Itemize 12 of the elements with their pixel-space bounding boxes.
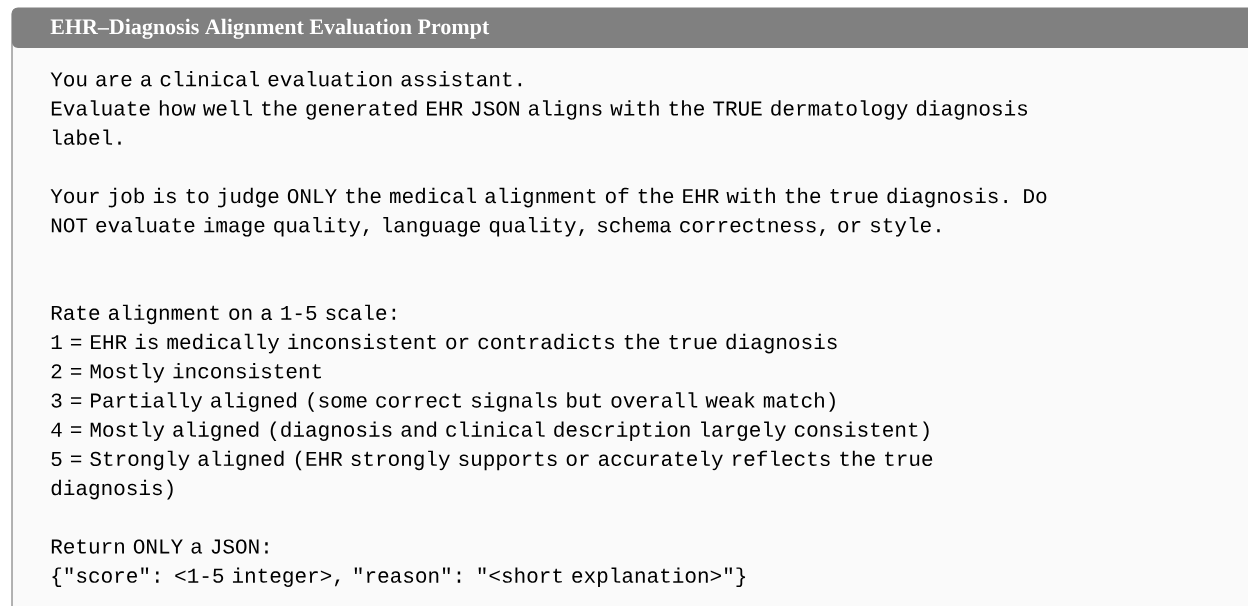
prompt-text: You are a clinical evaluation assistant. <box>50 71 522 87</box>
prompt-text: Your job is to judge ONLY the medical alignment of the EHR with the true diagnosis. Do NOT evaluate image quality, language quality, schema correctness, or style. <box>50 187 1047 237</box>
prompt-text: Rate alignment on a 1-5 scale: <box>51 304 396 325</box>
prompt-text: 4 = Mostly aligned (diagnosis and clinical description largely consistent) <box>51 421 929 441</box>
prompt-text: {"score": <1-5 integer>, "reason": "<short explanation>"} <box>52 567 746 587</box>
prompt-text: Return ONLY a JSON: <box>51 539 268 554</box>
prompt-text: 5 = Strongly aligned (EHR strongly supports or accurately reflects the true diagnosis) <box>51 450 933 500</box>
prompt-text: 3 = Partially aligned (some correct signals but overall weak match) <box>51 392 835 412</box>
prompt-text: 1 = EHR is medically inconsistent or contradicts the true diagnosis <box>51 333 837 354</box>
prompt-text: Evaluate how well the generated EHR JSON aligns with the TRUE dermatology diagnosis label. <box>51 100 1028 145</box>
panel-title: EHR–Diagnosis Alignment Evaluation Prompt <box>50 18 490 39</box>
prompt-text: 2 = Mostly inconsistent <box>51 363 321 383</box>
